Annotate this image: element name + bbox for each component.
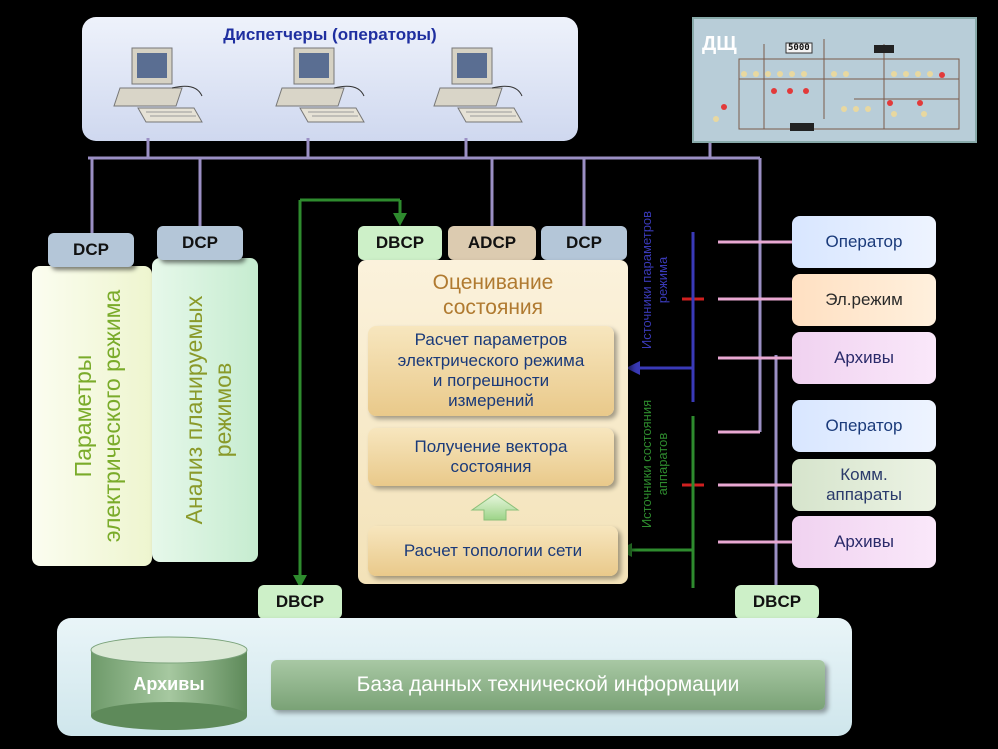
topology-box: Расчет топологии сети bbox=[368, 526, 618, 576]
comm-devices-line2: аппараты bbox=[826, 485, 902, 504]
state-estimation-title-line2: состояния bbox=[442, 296, 544, 320]
sources-devices-label: Источники состояния аппаратов bbox=[639, 364, 679, 564]
adcp-tag: ADCP bbox=[448, 226, 536, 260]
sources-params-label: Источники параметров режима bbox=[639, 180, 679, 380]
sources-params-line1: Источники параметров bbox=[639, 210, 654, 350]
analysis-panel: Анализ планируемых режимов bbox=[152, 258, 258, 562]
bottom-panel: Архивы База данных технической информаци… bbox=[57, 618, 852, 736]
dcp-tag-analysis: DCP bbox=[157, 226, 243, 260]
params-panel: Параметры электрического режима bbox=[32, 266, 152, 566]
database-banner: База данных технической информации bbox=[271, 660, 825, 710]
dcp-tag-right: DCP bbox=[541, 226, 627, 260]
archives-cylinder-label: Архивы bbox=[133, 674, 205, 694]
calc-params-line2: электрического режима bbox=[397, 350, 585, 370]
comm-devices-line1: Комм. bbox=[840, 464, 888, 484]
sources-devices-line2: аппаратов bbox=[655, 432, 671, 496]
state-vector-box: Получение вектора состояния bbox=[368, 428, 614, 486]
dispatchers-title: Диспетчеры (операторы) bbox=[223, 25, 437, 44]
dcp-tag-left: DCP bbox=[48, 233, 134, 267]
dbcp-tag-bottom-left: DBCP bbox=[258, 585, 342, 619]
state-estimation-title-line1: Оценивание bbox=[432, 271, 554, 294]
state-estimation-panel: Оценивание состояния Расчет параметров э… bbox=[358, 260, 628, 584]
up-arrow-icon bbox=[470, 492, 520, 522]
comm-devices-box: Комм. аппараты bbox=[792, 459, 936, 511]
calc-params-line3: и погрешности bbox=[432, 371, 550, 390]
dbcp-tag-top: DBCP bbox=[358, 226, 442, 260]
sources-devices-line1: Источники состояния bbox=[639, 399, 654, 529]
operator-box-1: Оператор bbox=[792, 216, 936, 268]
el-mode-box: Эл.режим bbox=[792, 274, 936, 326]
calc-params-line4: измерений bbox=[448, 391, 534, 411]
control-panel-mimic bbox=[713, 39, 960, 131]
calc-params-box: Расчет параметров электрического режима … bbox=[368, 326, 614, 416]
operator-box-2: Оператор bbox=[792, 400, 936, 452]
analysis-panel-line2: режимов bbox=[209, 362, 236, 458]
dbcp-tag-bottom-right: DBCP bbox=[735, 585, 819, 619]
archives-box-1: Архивы bbox=[792, 332, 936, 384]
sources-params-line2: режима bbox=[655, 256, 671, 304]
state-vector-line2: состояния bbox=[450, 457, 532, 476]
analysis-panel-line1: Анализ планируемых bbox=[181, 295, 207, 525]
params-panel-line2: электрического режима bbox=[98, 289, 125, 543]
control-panel-label: ДЩ bbox=[702, 33, 737, 55]
archives-cylinder: Архивы bbox=[89, 636, 249, 732]
control-panel-display: 5000 bbox=[788, 43, 810, 53]
state-vector-line1: Получение вектора bbox=[414, 436, 568, 456]
params-panel-line1: Параметры bbox=[70, 354, 96, 478]
archives-box-2: Архивы bbox=[792, 516, 936, 568]
control-panel-image: ДЩ 5000 bbox=[692, 17, 977, 143]
analysis-panel-label: Анализ планируемых режимов bbox=[180, 260, 236, 560]
calc-params-line1: Расчет параметров bbox=[414, 330, 568, 350]
state-estimation-title: Оценивание состояния bbox=[358, 270, 628, 320]
params-panel-label: Параметры электрического режима bbox=[69, 266, 125, 566]
database-cylinder-icon bbox=[90, 636, 248, 730]
